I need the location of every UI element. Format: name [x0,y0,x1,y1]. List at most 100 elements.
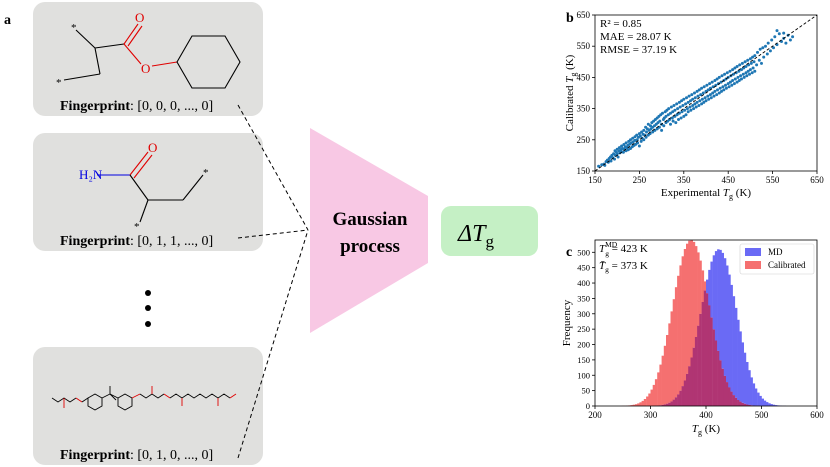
md-bar [717,249,720,351]
y-tick-label: 350 [577,293,590,303]
scatter-point [700,86,704,90]
scatter-point [713,79,717,82]
y-tick-label: 400 [577,278,590,288]
scatter-point [788,38,792,42]
overlap-bar [677,394,680,406]
calibrated-bar [697,252,700,326]
overlap-bar [708,305,711,406]
calibrated-mean-annotation: T̄g = 373 K [599,260,648,274]
legend-swatch-md [745,248,761,256]
calibrated-bar [688,240,691,367]
overlap-bar [688,366,691,406]
scatter-point [765,52,769,56]
scatter-point [700,97,704,101]
scatter-point [689,108,693,112]
scatter-point [671,119,675,123]
overlap-bar [721,368,724,406]
scatter-point [689,99,692,103]
panel-b-label: b [566,11,574,26]
overlap-bar [719,360,722,406]
overlap-bar [686,373,689,406]
overlap-bar [666,403,669,406]
panel-c-label: c [566,245,572,260]
scatter-point [711,91,715,95]
overlap-bar [679,390,682,406]
calibrated-bar [679,265,682,391]
y-axis-label: Calibrated Tg (K) [564,54,578,131]
scatter-point [782,31,786,35]
scatter-point [732,72,735,76]
scatter-point [609,159,613,163]
scatter-point [715,93,719,97]
md-bar [765,402,769,406]
scatter-point [710,80,714,84]
scatter-point [690,93,694,97]
scatter-point [747,63,751,67]
y-tick-label: 150 [577,355,590,365]
scatter-point [681,104,685,107]
y-tick-label: 100 [577,370,590,380]
scatter-point [777,32,781,36]
scatter-point [731,68,735,72]
y-tick-label: 650 [577,10,591,20]
md-bar [741,342,744,403]
scatter-point [745,74,749,78]
overlap-bar [690,357,693,406]
overlap-bar [699,313,702,406]
md-bar [761,398,764,406]
scatter-point [766,41,770,45]
overlap-bar [728,387,731,406]
scatter-point [635,133,639,137]
scatter-point [724,86,728,90]
md-bar [746,362,749,405]
md-bar [748,370,751,405]
scatter-point [728,80,732,84]
scatter-point [631,136,635,140]
scatter-point [698,99,702,103]
y-tick-label: 550 [577,41,591,51]
md-bar [768,403,771,406]
scatter-point [671,110,675,114]
y-tick-label: 250 [577,324,590,334]
scatter-point [744,65,748,68]
md-bar [757,392,760,406]
scatter-point [761,46,765,50]
scatter-point [693,91,696,95]
md-bar [763,400,767,406]
scatter-point [673,108,677,112]
scatter-point [757,58,761,62]
calibrated-bar [666,335,669,404]
panel-a-label: a [4,13,11,28]
calibrated-bar [674,287,678,398]
x-tick-label: 400 [699,410,713,420]
y-tick-label: 50 [582,386,591,396]
x-tick-label: 200 [588,410,602,420]
scatter-point [677,100,681,104]
scatter-point [670,116,674,120]
attachment-star: * [134,221,140,233]
scatter-point [731,79,735,82]
scatter-point [717,91,721,95]
calibrated-bar [661,355,665,405]
overlap-bar [670,401,673,406]
scatter-point [742,75,746,79]
scatter-point [748,68,752,72]
x-tick-label: 650 [810,175,824,185]
scatter-point [702,100,706,104]
md-bar [732,296,736,396]
calibrated-bar [703,281,707,291]
y-tick-label: 200 [577,340,590,350]
scatter-point [733,66,737,70]
scatter-point [746,58,750,62]
scatter-point [661,111,664,115]
oxygen-atom: O [135,10,144,25]
overlap-bar [734,397,738,406]
scatter-point [675,113,679,117]
scatter-point [669,105,673,109]
fingerprint-text-1: Fingerprint: [0, 0, 0, ..., 0] [60,99,213,114]
x-tick-label: 150 [588,175,602,185]
scatter-point [740,77,743,81]
stat-annotation: RMSE = 37.19 K [600,44,677,56]
attachment-star: * [71,22,77,34]
